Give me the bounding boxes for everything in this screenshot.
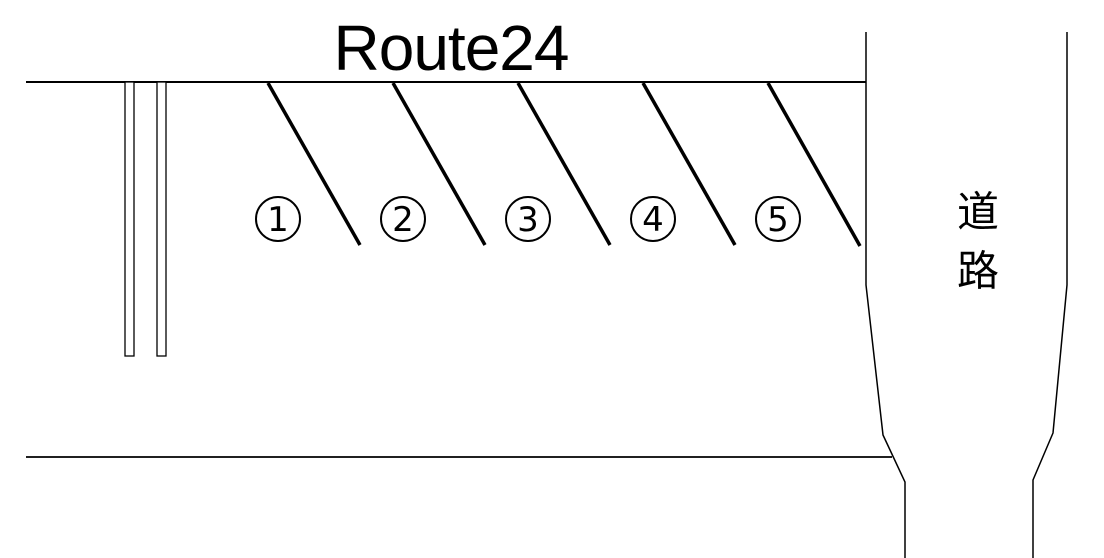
space-number-circle — [755, 196, 801, 242]
space-number-3: 3 — [505, 196, 551, 242]
space-number-circle — [505, 196, 551, 242]
route-title: Route24 — [334, 12, 569, 84]
space-number-label: 4 — [642, 200, 664, 240]
space-number-label: 3 — [517, 200, 539, 240]
space-number-5: 5 — [755, 196, 801, 242]
space-divider-line-2 — [391, 82, 487, 246]
space-number-label: 1 — [267, 200, 289, 240]
space-number-circle — [380, 196, 426, 242]
space-number-circle — [255, 196, 301, 242]
space-number-label: 2 — [392, 200, 414, 240]
space-divider-line-3 — [516, 82, 612, 246]
space-divider-line-4 — [641, 82, 737, 246]
space-number-label: 5 — [767, 200, 789, 240]
vertical-strip-right — [156, 81, 167, 357]
space-divider-line-5 — [766, 82, 862, 247]
road-left-edge — [865, 32, 906, 558]
space-number-circle — [630, 196, 676, 242]
space-number-2: 2 — [380, 196, 426, 242]
road-label-char-2: 路 — [957, 247, 999, 296]
road-label-char-1: 道 — [957, 188, 999, 237]
space-number-4: 4 — [630, 196, 676, 242]
vertical-strip-left — [124, 81, 135, 357]
space-divider-line-1 — [266, 82, 362, 246]
road-right-edge — [1032, 32, 1068, 558]
space-number-1: 1 — [255, 196, 301, 242]
